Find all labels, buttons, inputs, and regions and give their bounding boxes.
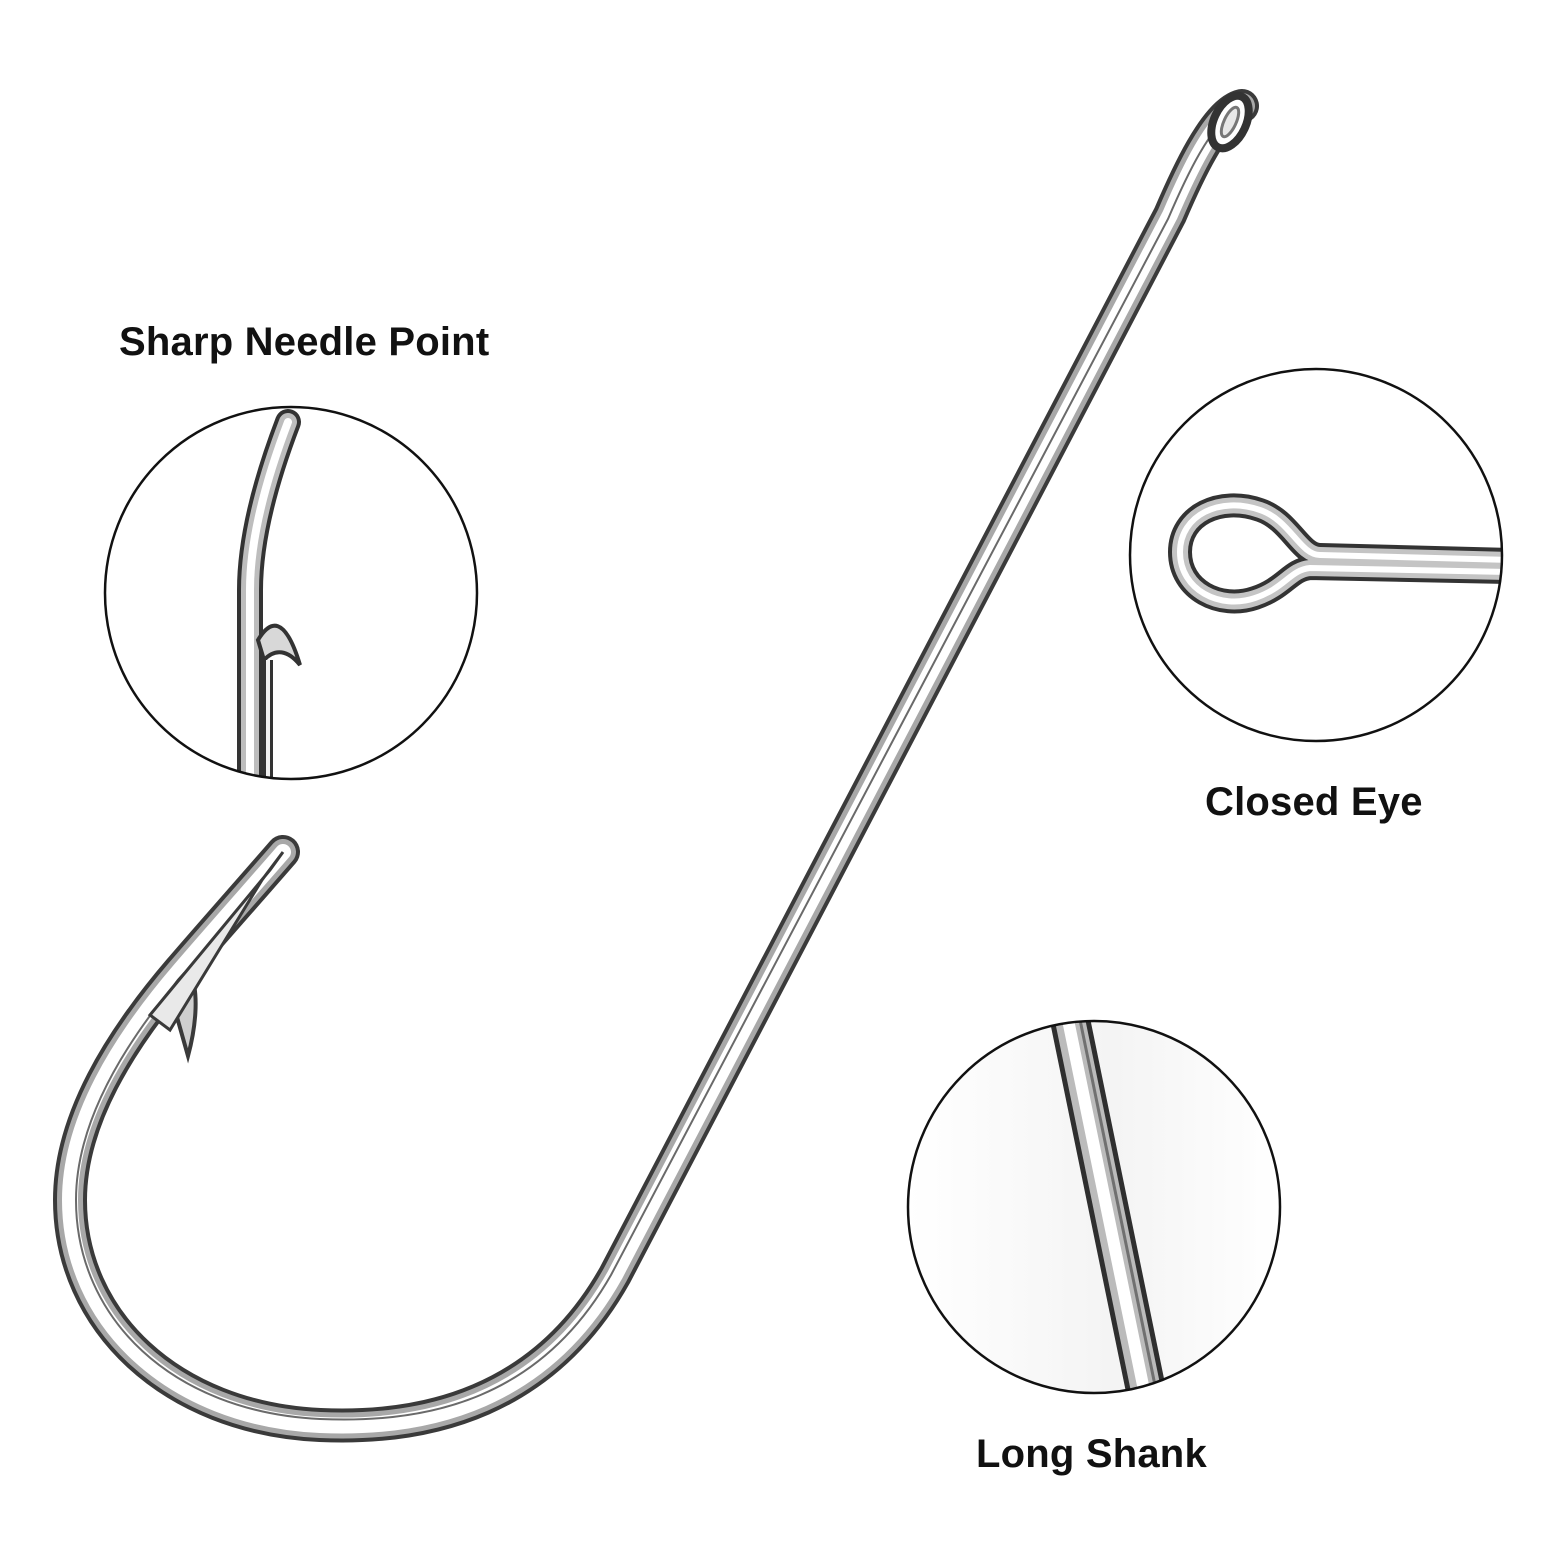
long-shank-icon	[1048, 1021, 1168, 1393]
long-shank-label: Long Shank	[976, 1432, 1207, 1476]
closed-eye-detail	[1128, 367, 1504, 743]
sharp-needle-point-label: Sharp Needle Point	[119, 320, 490, 364]
closed-eye-label: Closed Eye	[1205, 780, 1423, 824]
closed-eye-icon	[1168, 493, 1502, 614]
long-shank-detail	[906, 1019, 1282, 1395]
fishing-hook-icon	[53, 89, 1259, 1443]
needle-point-detail	[103, 405, 479, 781]
